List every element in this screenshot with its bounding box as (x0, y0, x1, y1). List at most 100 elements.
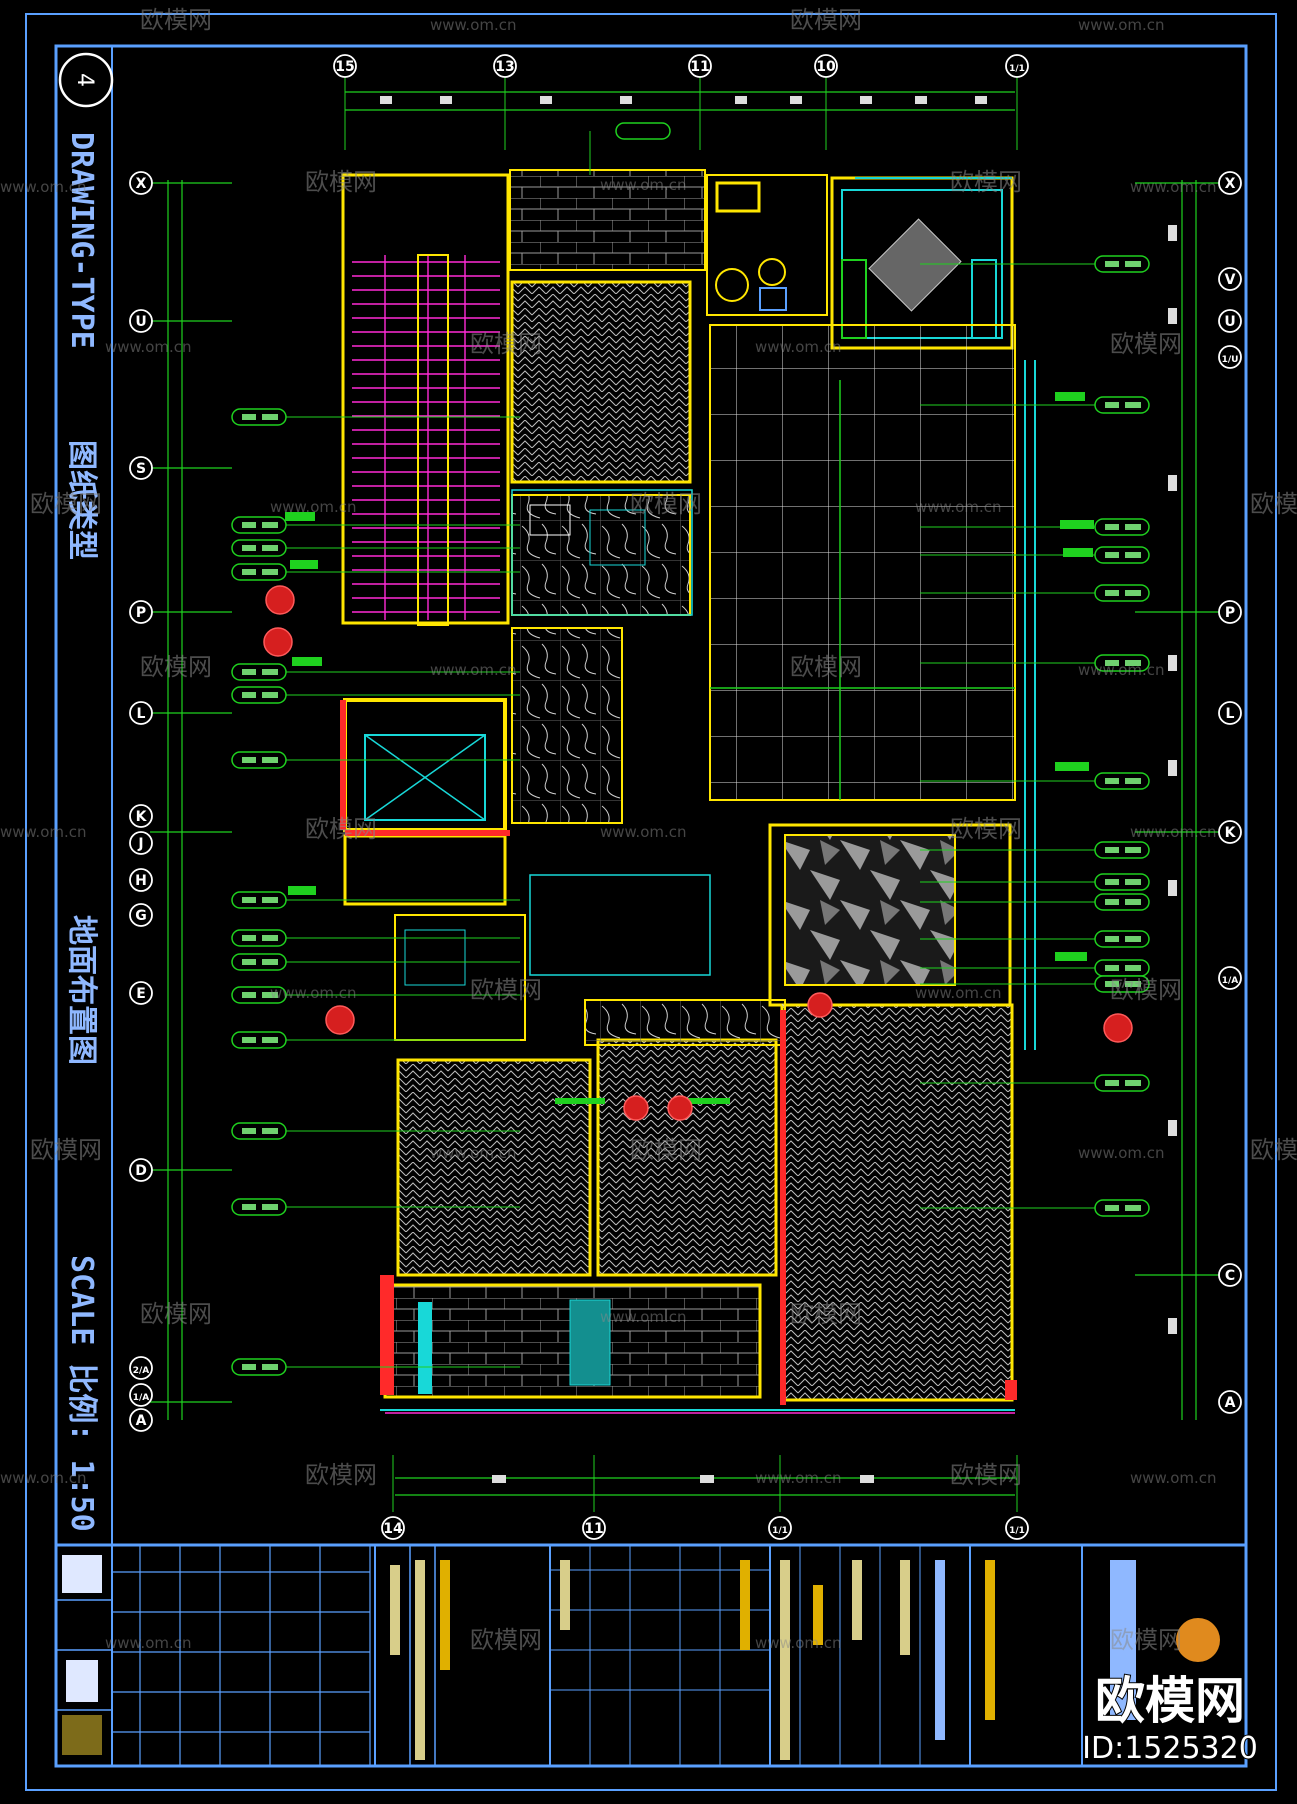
tag-code-mark (1105, 1205, 1119, 1211)
tag-code-mark (242, 1204, 256, 1210)
tag-capsule (231, 539, 287, 557)
section-markers (263, 585, 1133, 1121)
dimension-tick (860, 96, 872, 104)
scale-label: SCALE 比例: 1:50 (64, 1255, 99, 1532)
dimension-tick (620, 96, 632, 104)
tag-code-mark (262, 1128, 278, 1134)
sheet-number-circle (58, 52, 114, 108)
grid-bubble-circle (1218, 966, 1242, 990)
grid-bubble-label: J (137, 836, 143, 852)
grid-bubble-label: 11 (690, 59, 709, 75)
tag-capsule (1094, 893, 1150, 911)
grid-bubble-label: E (136, 986, 146, 1002)
tag-code-mark (242, 1037, 256, 1043)
watermark-brand: 欧模网 (305, 168, 377, 196)
grid-bubble-circle (814, 54, 838, 78)
tag-code-mark (242, 692, 256, 698)
material-tag (231, 563, 520, 581)
grid-bubble-circle (1218, 1390, 1242, 1414)
tag-capsule (1094, 1074, 1150, 1092)
material-tag (231, 986, 520, 1004)
tag-code-mark (1105, 524, 1119, 530)
watermark-site: www.om.cn (1078, 661, 1165, 679)
watermark-site: www.om.cn (1130, 823, 1217, 841)
tag-code-mark (1125, 847, 1141, 853)
material-tag (231, 408, 520, 426)
grid-bubble: G (129, 903, 153, 927)
watermark-site: www.om.cn (600, 823, 687, 841)
grid-bubble-label: 1/1 (1009, 64, 1025, 74)
grid-bubble: 1/U (1218, 345, 1242, 369)
bedroom-lower-left (396, 1058, 592, 1277)
grid-bubble: 1/1 (1005, 1516, 1029, 1540)
grid-bubble: X (1218, 171, 1242, 195)
tag-capsule (1094, 975, 1150, 993)
grid-bubble-circle (129, 981, 153, 1005)
material-tag (231, 1198, 520, 1216)
sheet-number: 4 (72, 73, 97, 87)
watermark-site: www.om.cn (915, 984, 1002, 1002)
tag-code-mark (262, 692, 278, 698)
tag-capsule (1094, 654, 1150, 672)
watermark-brand: 欧模网 (950, 168, 1022, 196)
grid-bubble-label: P (136, 605, 146, 621)
grid-bubble-label: 2/A (133, 1366, 150, 1376)
sidebar-title: 4 DRAWING-TYPE 图纸类型 地面布置图 SCALE 比例: 1:50 (58, 52, 114, 1532)
grid-bubble-label: 14 (383, 1521, 403, 1537)
tag-code-mark (242, 992, 256, 998)
grid-bubble-label: G (135, 908, 147, 924)
watermark-site: www.om.cn (600, 1308, 687, 1326)
title-block-lettering (62, 1555, 1220, 1760)
watermark-brand: 欧模网 (305, 1461, 377, 1489)
tag-code-mark (1105, 590, 1119, 596)
grid-bubble-circle (493, 54, 517, 78)
tag-capsule (231, 751, 287, 769)
grid-bubble: H (129, 868, 153, 892)
material-tag (231, 929, 520, 947)
right-edge-ticks (1168, 225, 1177, 1334)
watermark-site: www.om.cn (600, 176, 687, 194)
grid-bubble-label: 13 (495, 59, 514, 75)
grid-bubble-label: K (1225, 825, 1237, 841)
tag-code-mark (1125, 899, 1141, 905)
dimension-tick (540, 96, 552, 104)
grid-bubble: X (129, 171, 153, 195)
watermark-brand: 欧模网 (470, 976, 542, 1004)
grid-bubble-circle (582, 1516, 606, 1540)
tag-capsule (231, 516, 287, 534)
material-tag (231, 1122, 520, 1140)
outer-frame (25, 13, 1277, 1791)
tiled-living-room (709, 324, 1016, 801)
tag-code-mark (242, 569, 256, 575)
tag-code-mark (262, 935, 278, 941)
watermark-site: www.om.cn (0, 823, 87, 841)
grid-bubble: K (1218, 820, 1242, 844)
grid-bubble-label: X (136, 176, 147, 192)
watermark-brand: 欧模网 (790, 6, 862, 34)
material-tag (231, 539, 520, 557)
watermark-brand: 欧模网 (1110, 1626, 1182, 1654)
marble-corridor (511, 627, 623, 824)
watermark-site: www.om.cn (105, 1634, 192, 1652)
tag-code-mark (262, 545, 278, 551)
watermark-site: www.om.cn (105, 338, 192, 356)
brick-area-top (509, 169, 706, 271)
material-tag (231, 953, 520, 971)
grid-bubble-circle (129, 831, 153, 855)
tag-code-mark (1105, 778, 1119, 784)
tag-code-mark (262, 757, 278, 763)
dimension-tick (440, 96, 452, 104)
watermark-site: www.om.cn (1078, 1144, 1165, 1162)
tag-code-mark (242, 669, 256, 675)
watermark-brand: 欧模网 (140, 653, 212, 681)
utility-room (706, 174, 828, 316)
tag-capsule (1094, 546, 1150, 564)
window-lines (380, 177, 1036, 1411)
tag-code-mark (242, 757, 256, 763)
tag-capsule (1094, 1199, 1150, 1217)
grid-bubble: K (129, 804, 153, 828)
watermark-site: www.om.cn (1130, 178, 1217, 196)
tag-capsule (231, 1358, 287, 1376)
